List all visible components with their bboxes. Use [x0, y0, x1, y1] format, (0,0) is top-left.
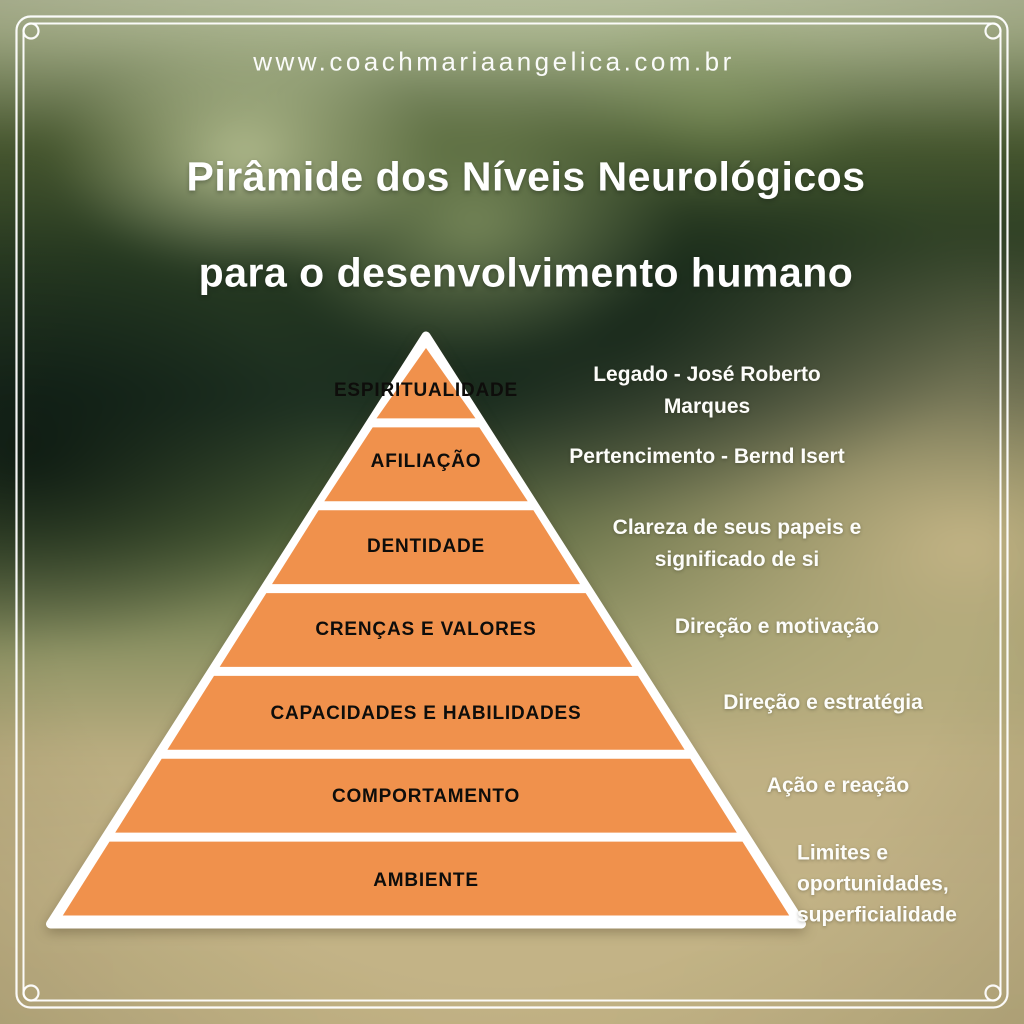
pyramid-level-4-annotation: Direção e motivação	[674, 615, 880, 638]
pyramid-level-7-annotation: Limites e oportunidades, superficialidad…	[797, 841, 957, 927]
page-title-line2: para o desenvolvimento humano	[198, 249, 854, 296]
pyramid-level-5-label: CAPACIDADES E HABILIDADES	[270, 703, 582, 724]
pyramid-level-3-shape	[272, 510, 580, 585]
pyramid-level-2-annotation: Pertencimento - Bernd Isert	[569, 445, 845, 468]
pyramid-level-2-label: AFILIAÇÃO	[370, 451, 482, 472]
pyramid-level-2-shape	[324, 427, 528, 502]
pyramid-level-4-label: CRENÇAS E VALORES	[315, 619, 537, 640]
frame-corner-loop-bottom-right	[984, 984, 1002, 1002]
pyramid-level-5-annotation: Direção e estratégia	[723, 691, 923, 714]
frame-outer-line	[15, 15, 1009, 1009]
pyramid-level-3-label: DENTIDADE	[366, 536, 486, 557]
frame-inner-line	[22, 22, 1002, 1002]
pyramid-level-3-annotation: Clareza de seus papeis e significado de …	[612, 516, 862, 571]
frame-corner-loop-bottom-left	[22, 984, 40, 1002]
frame-corner-loop-top-right	[984, 22, 1002, 40]
pyramid-level-1-annotation: Legado - José Roberto Marques	[593, 363, 821, 418]
pyramid-level-5-shape	[167, 675, 685, 750]
frame-corner-loop-top-left	[22, 22, 40, 40]
website-url: www.coachmariaangelica.com.br	[253, 46, 735, 77]
pyramid-level-6-shape	[115, 758, 737, 833]
pyramid-level-6-label: COMPORTAMENTO	[331, 786, 521, 807]
pyramid-level-1-label: ESPIRITUALIDADE	[333, 380, 519, 401]
pyramid-level-7-label: AMBIENTE	[373, 870, 479, 891]
pyramid-level-7-shape	[62, 841, 790, 916]
pyramid-level-4-shape	[219, 593, 633, 667]
pyramid-level-6-annotation: Ação e reação	[766, 774, 910, 797]
pyramid-level-1-shape	[376, 348, 476, 419]
page-title-line1: Pirâmide dos Níveis Neurológicos	[186, 153, 866, 200]
